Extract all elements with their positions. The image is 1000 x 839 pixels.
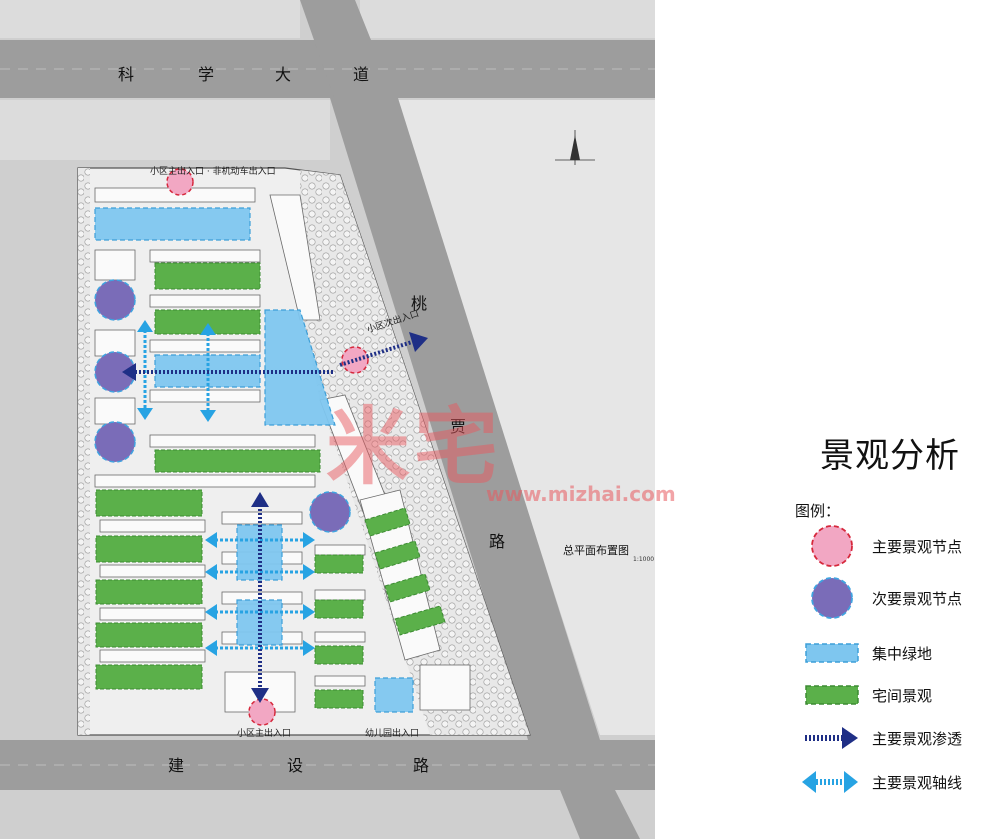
landscape-axes xyxy=(137,320,315,656)
navy-arrow-icon xyxy=(805,727,858,749)
north-entrance-label: 小区主出入口 · 非机动车出入口 xyxy=(150,167,276,177)
legend-item-penetration: 主要景观渗透 xyxy=(800,716,995,760)
purple-circle-icon xyxy=(811,577,853,619)
legend-label: 宅间景观 xyxy=(872,687,933,705)
legend-item-secondary-node: 次要景观节点 xyxy=(800,576,995,620)
inter-building-landscape xyxy=(95,262,446,709)
road-label-south-2: 设 xyxy=(287,756,304,775)
road-label-north-1: 科 xyxy=(118,65,135,84)
legend-item-central-green: 集中绿地 xyxy=(800,631,995,675)
kindergarten-entrance-label: 幼儿园出入口 xyxy=(365,729,420,739)
blue-rect-icon xyxy=(805,643,859,663)
tree-belt xyxy=(300,170,530,735)
road-label-east-3: 路 xyxy=(489,532,506,551)
site-plan: 科 学 大 道 桃 贾 路 建 设 路 小区主出入口 · 非机动车出入口 小区次… xyxy=(0,0,655,839)
page-title: 景观分析 xyxy=(820,436,960,476)
legend-label: 次要景观节点 xyxy=(872,590,963,608)
watermark-brand: 米宅 xyxy=(326,398,503,496)
pink-circle-icon xyxy=(811,525,853,567)
road-label-south-1: 建 xyxy=(168,756,185,775)
road-label-north-4: 道 xyxy=(353,65,370,84)
road-label-north-3: 大 xyxy=(275,65,292,84)
legend-label: 集中绿地 xyxy=(872,645,933,663)
legend-item-inter-building: 宅间景观 xyxy=(800,673,995,717)
road-label-east-2: 贾 xyxy=(450,417,467,436)
watermark-url: www.mizhai.com xyxy=(486,482,676,506)
legend-label: 主要景观渗透 xyxy=(872,730,963,748)
road-label-south-3: 路 xyxy=(413,756,430,775)
north-south-road-top xyxy=(300,0,395,100)
plan-scale: 1:1000 xyxy=(633,556,655,563)
landscape-penetration xyxy=(122,332,428,703)
primary-landscape-nodes xyxy=(166,168,369,726)
double-arrow-icon xyxy=(802,771,858,793)
legend-heading: 图例： xyxy=(795,502,841,520)
site-plan-drawing xyxy=(0,0,655,839)
legend-label: 主要景观轴线 xyxy=(872,774,963,792)
legend-item-primary-node: 主要景观节点 xyxy=(800,524,995,568)
east-road xyxy=(330,98,600,740)
legend-item-axis: 主要景观轴线 xyxy=(800,760,995,804)
secondary-landscape-nodes xyxy=(94,279,351,533)
plan-caption: 总平面布置图 xyxy=(563,544,629,557)
road-label-east-1: 桃 xyxy=(411,294,428,313)
central-green-areas xyxy=(94,207,414,713)
legend-label: 主要景观节点 xyxy=(872,538,963,556)
road-label-north-2: 学 xyxy=(198,65,215,84)
green-rect-icon xyxy=(805,685,859,705)
south-entrance-label: 小区主出入口 xyxy=(237,729,292,739)
